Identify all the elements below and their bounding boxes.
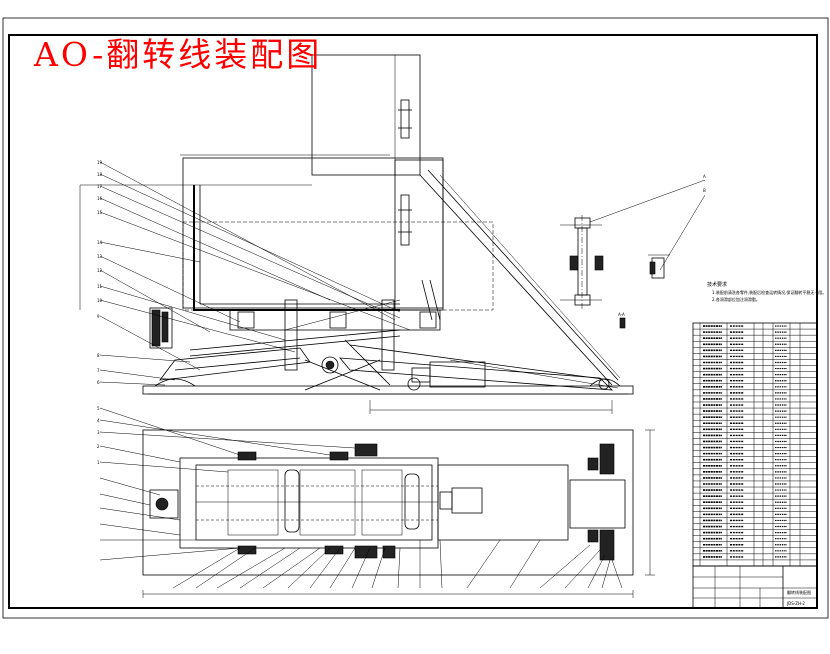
- elevation-view: [79, 54, 634, 414]
- svg-text:2: 2: [97, 444, 100, 449]
- bom-table: 翻转线装配图 JDS-ZH-2: [692, 322, 818, 609]
- svg-text:B: B: [703, 188, 706, 193]
- plan-leaders: 5 4 3 2 1: [97, 406, 623, 589]
- svg-text:5: 5: [97, 406, 100, 411]
- svg-text:6: 6: [97, 380, 100, 385]
- svg-text:A-A: A-A: [618, 312, 625, 317]
- svg-text:15: 15: [97, 210, 103, 215]
- notes-heading: 技术要求: [707, 281, 727, 288]
- title-block-name: 翻转线装配图: [787, 589, 811, 595]
- note-2: 2.各润滑部位加注润滑脂。: [712, 296, 760, 302]
- technical-notes: 技术要求 1.装配前清洗各零件,装配后检查运转情况,保证翻转平稳无卡阻。 2.各…: [707, 281, 826, 302]
- svg-text:A: A: [703, 174, 706, 179]
- svg-text:7: 7: [97, 368, 100, 373]
- drawing-title: AO-翻转线装配图: [34, 35, 323, 74]
- svg-text:18: 18: [97, 172, 103, 177]
- svg-text:8: 8: [97, 353, 100, 358]
- plan-view: [142, 429, 655, 598]
- svg-text:3: 3: [97, 430, 100, 435]
- detail-views: A B A-A: [560, 174, 706, 329]
- svg-text:16: 16: [97, 196, 103, 201]
- svg-text:17: 17: [97, 184, 103, 189]
- svg-text:19: 19: [97, 160, 103, 165]
- svg-text:11: 11: [97, 284, 103, 289]
- note-1: 1.装配前清洗各零件,装配后检查运转情况,保证翻转平稳无卡阻。: [712, 289, 826, 295]
- svg-text:1: 1: [97, 460, 100, 465]
- svg-text:12: 12: [97, 268, 103, 273]
- svg-text:9: 9: [97, 314, 100, 319]
- svg-text:4: 4: [97, 418, 100, 423]
- inner-frame: [8, 34, 818, 609]
- outer-border: [2, 17, 829, 619]
- svg-text:14: 14: [97, 240, 103, 245]
- svg-text:10: 10: [97, 298, 103, 303]
- drawing-number: JDS-ZH-2: [786, 601, 805, 606]
- elevation-leaders: 19 18 17 16 15 14 13 12 11 10 9 8 7 6: [97, 160, 411, 386]
- svg-text:13: 13: [97, 254, 103, 259]
